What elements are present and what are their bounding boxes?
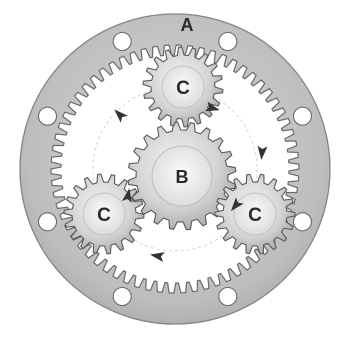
sun-gear-label: B <box>176 167 189 187</box>
motion-arrow <box>256 146 267 161</box>
bolt-hole <box>219 33 237 51</box>
bolt-hole <box>113 33 131 51</box>
bolt-hole <box>39 107 57 125</box>
ring-gear-label: A <box>181 15 194 35</box>
planet-gear-right-label: C <box>248 205 262 226</box>
bolt-hole <box>39 213 57 231</box>
bolt-hole <box>294 107 312 125</box>
motion-arrow <box>149 250 165 262</box>
bolt-hole <box>294 213 312 231</box>
planet-gear-top-label: C <box>176 78 190 99</box>
bolt-hole <box>113 288 131 306</box>
planet-gear-left-label: C <box>97 205 111 226</box>
bolt-hole <box>219 288 237 306</box>
